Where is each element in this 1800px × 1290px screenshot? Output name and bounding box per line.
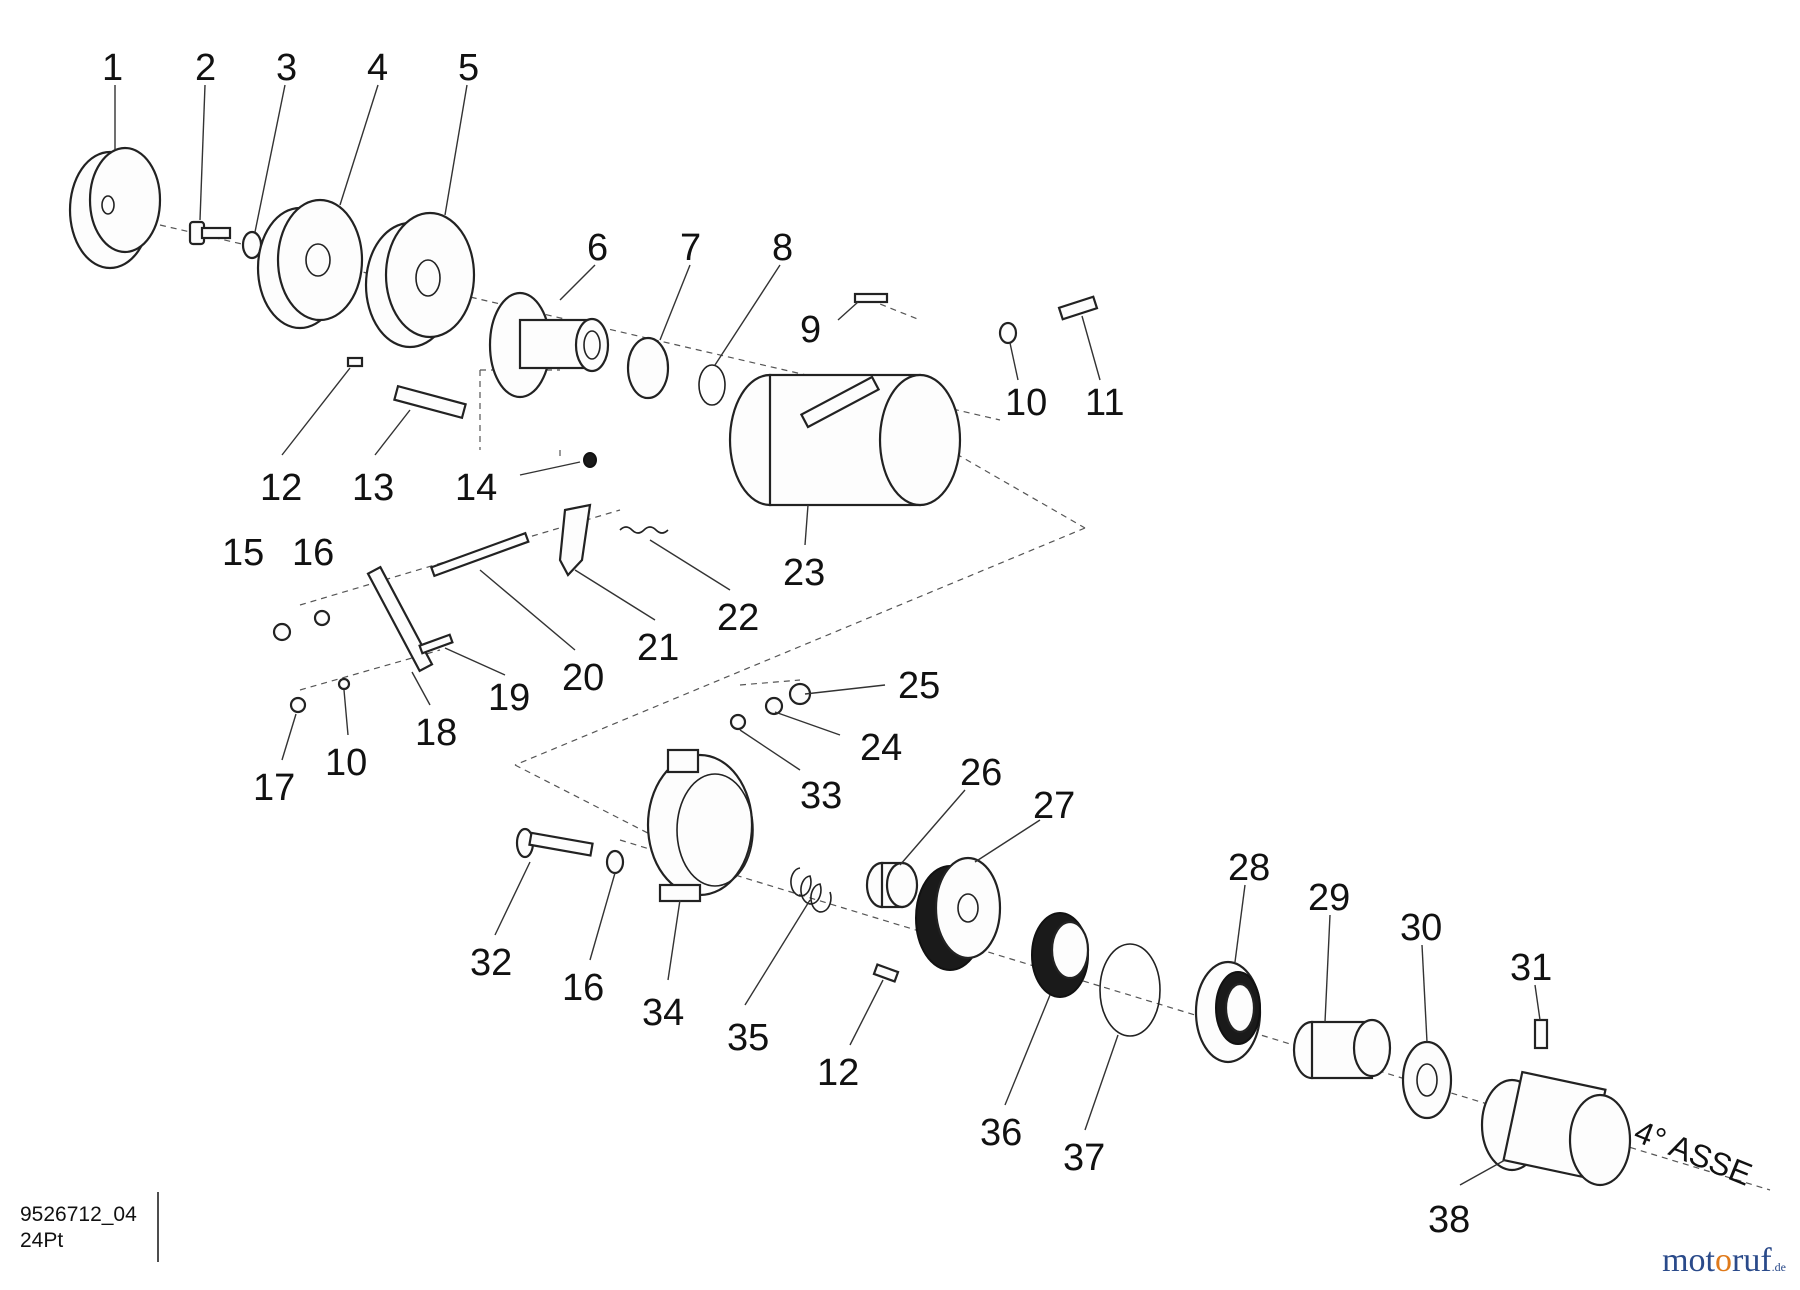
callout-35: 35 [727, 1017, 769, 1059]
callout-19: 19 [488, 677, 530, 719]
part-16-washer-low [605, 849, 625, 875]
brand-post: ruf [1732, 1242, 1772, 1279]
callout-8: 8 [772, 227, 793, 269]
callout-34: 34 [642, 992, 684, 1034]
drawing-code-box: 9526712_04 24Pt [20, 1192, 159, 1262]
part-32-bolt [515, 827, 594, 859]
callout-17: 17 [253, 767, 295, 809]
callout-16b: 16 [562, 967, 604, 1009]
part-17-nut [289, 696, 307, 714]
callout-4: 4 [367, 47, 388, 89]
part-12-pin-low [872, 963, 900, 983]
parts [68, 146, 1632, 1187]
callout-28: 28 [1228, 847, 1270, 889]
callout-25: 25 [898, 665, 940, 707]
callout-labels: 1 2 3 4 5 6 7 8 9 10 11 12 13 14 15 16 1… [102, 47, 1552, 1241]
callout-12b: 12 [817, 1052, 859, 1094]
part-27-collar [915, 856, 1002, 971]
callout-38: 38 [1428, 1199, 1470, 1241]
part-20-rod [429, 531, 530, 578]
callout-21: 21 [637, 627, 679, 669]
leader-lines [114, 84, 1541, 1186]
part-19-screw [418, 633, 454, 655]
part-34-clamp [646, 748, 754, 903]
part-28-bearing [1194, 960, 1262, 1064]
part-24-washer [764, 696, 784, 716]
part-8-circlip [698, 364, 726, 406]
part-36-collar [1031, 912, 1090, 998]
part-33-nut [729, 713, 747, 731]
callout-37: 37 [1063, 1137, 1105, 1179]
part-9-bolt [853, 292, 889, 304]
callout-10a: 10 [1005, 382, 1047, 424]
drawing-code: 9526712_04 [20, 1203, 137, 1226]
callout-13: 13 [352, 467, 394, 509]
part-26-bushing [865, 861, 919, 909]
brand-logo: motoruf.de [1662, 1242, 1786, 1280]
part-38-sprocket [1480, 1070, 1632, 1187]
part-6-flange [488, 291, 610, 399]
callout-3: 3 [276, 47, 297, 89]
callout-18: 18 [415, 712, 457, 754]
drawing-sub: 24Pt [20, 1229, 63, 1252]
callout-11: 11 [1085, 382, 1124, 424]
callout-14: 14 [455, 467, 497, 509]
part-21-fork [558, 503, 592, 577]
assembly-axes [159, 224, 1771, 1191]
part-16-washer-top [313, 609, 331, 627]
part-30-washer [1401, 1040, 1453, 1120]
callout-24: 24 [860, 727, 902, 769]
callout-6: 6 [587, 227, 608, 269]
callout-36: 36 [980, 1112, 1022, 1154]
part-4-hub [256, 198, 364, 330]
callout-10b: 10 [325, 742, 367, 784]
part-10-nut-top [998, 321, 1018, 345]
callout-31: 31 [1510, 947, 1552, 989]
callout-1: 1 [102, 47, 123, 89]
callout-27: 27 [1033, 785, 1075, 827]
callout-33: 33 [800, 775, 842, 817]
callout-16a: 16 [292, 532, 334, 574]
part-10-washer-low [337, 677, 351, 691]
callout-15: 15 [222, 532, 264, 574]
part-35-spring [790, 867, 832, 913]
callout-26: 26 [960, 752, 1002, 794]
part-29-bushing [1292, 1018, 1392, 1080]
part-22-spring [619, 526, 669, 534]
part-31-grub [1533, 1018, 1549, 1050]
callout-20: 20 [562, 657, 604, 699]
part-12-pin-top [346, 356, 364, 368]
callout-9: 9 [800, 309, 821, 351]
callout-30: 30 [1400, 907, 1442, 949]
axis-label: 4° ASSE [1629, 1113, 1757, 1192]
brand-o: o [1715, 1242, 1733, 1279]
part-1-cap [68, 146, 162, 270]
part-18-lever [366, 565, 434, 673]
part-5-hub [364, 211, 476, 349]
brand-pre: mot [1662, 1242, 1716, 1279]
part-23-housing [728, 373, 962, 507]
part-15-nut [272, 622, 292, 642]
callout-12a: 12 [260, 467, 302, 509]
callout-2: 2 [195, 47, 216, 89]
callout-29: 29 [1308, 877, 1350, 919]
callout-23: 23 [783, 552, 825, 594]
part-2-bolt [188, 220, 232, 246]
part-13-shaft [393, 384, 467, 420]
part-37-circlip [1099, 943, 1161, 1037]
callout-32: 32 [470, 942, 512, 984]
brand-tld: .de [1771, 1260, 1786, 1274]
part-7-ring [626, 336, 670, 400]
part-11-bolt [1057, 295, 1099, 321]
callout-7: 7 [680, 227, 701, 269]
part-14-grub [583, 452, 597, 468]
part-30-washer-hole [1416, 1063, 1438, 1097]
callout-22: 22 [717, 597, 759, 639]
callout-5: 5 [458, 47, 479, 89]
